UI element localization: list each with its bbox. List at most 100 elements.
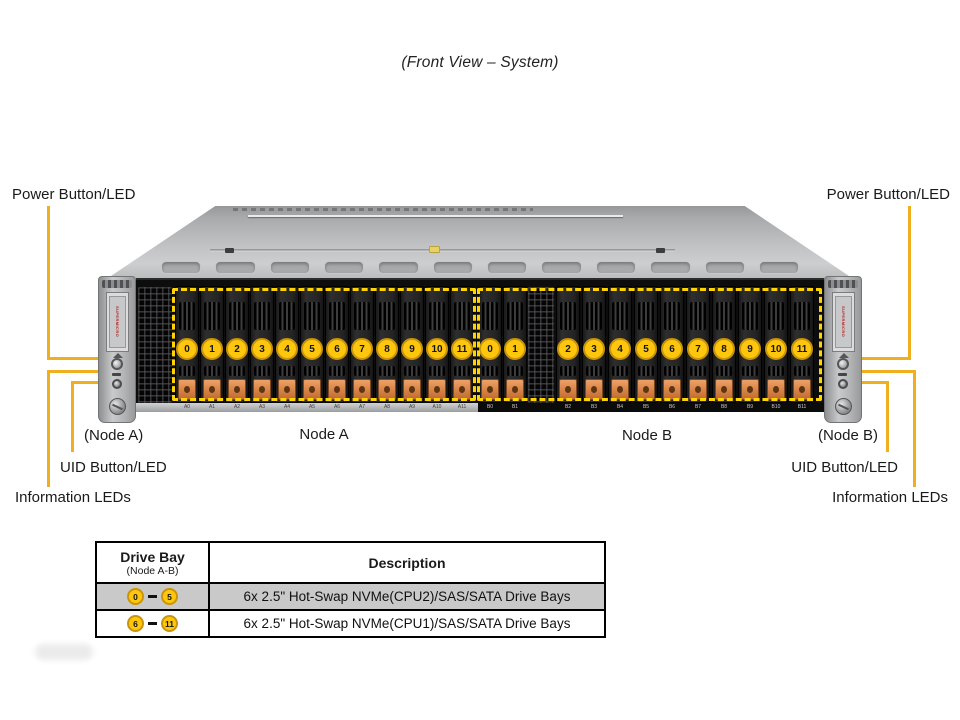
drive-vent-slots [429,302,445,330]
handle-recess [758,261,800,274]
ear-serration [828,280,858,288]
drive-bay-a3: NVMe3 [250,286,274,403]
bay-number-badge: 2 [226,338,248,360]
drive-bay-header-title: Drive Bay [120,548,185,565]
drive-vent-slots [742,366,758,376]
drive-vent-slots [742,302,758,330]
watermark-smudge [35,644,93,660]
information-leds [112,373,121,376]
bay-id-B1: B1 [511,404,519,410]
supermicro-logo: SUPERMICRO [832,292,855,352]
handle-recess [704,261,745,274]
drive-latch [663,379,681,400]
drive-vent-slots [507,302,523,330]
callout-line-info-right [913,370,916,487]
drive-vent-slots [179,302,195,330]
drive-latch [611,379,629,400]
drive-vent-slots [716,366,732,376]
drive-bay-a2: NVMe2 [225,286,249,403]
bay-number-badge: 1 [504,338,526,360]
drive-bay-b10: NVMe10 [764,286,788,403]
table-header-row: Drive Bay (Node A-B) Description [97,543,604,584]
drive-vent-slots [664,302,680,330]
handle-recess [378,261,419,274]
handle-recess [432,261,473,274]
node-a-vent-grille [138,287,172,403]
drive-vent-slots [254,366,270,376]
drive-vent-slots [329,302,345,330]
bay-id-A10: A10 [432,404,442,410]
bay-id-B5: B5 [642,404,650,410]
drive-vent-slots [482,366,498,376]
bay-number-badge: 6 [661,338,683,360]
drive-vent-slots [179,366,195,376]
drive-bay-header-sub: (Node A-B) [126,564,179,577]
handle-recess [487,261,528,274]
bay-badge: 5 [161,588,178,605]
drive-vent-slots [354,302,370,330]
callout-line-power-left [47,206,50,359]
bay-number-badge: 7 [687,338,709,360]
brand-text: SUPERMICRO [841,306,846,338]
top-cover-front-groove [210,249,675,252]
callout-line-uid-left-h [71,381,113,384]
bay-number-badge: 6 [326,338,348,360]
drive-latch [278,379,296,400]
drive-bay-a6: NVMe6 [325,286,349,403]
brand-text: SUPERMICRO [115,306,120,338]
top-vent-serration [232,208,533,211]
handle-recess [323,261,365,274]
power-button-led [111,358,123,370]
drive-vent-slots [379,366,395,376]
bay-number-badge: 5 [301,338,323,360]
bay-badge: 11 [161,615,178,632]
thumbscrew [109,398,126,415]
drive-vent-slots [254,302,270,330]
drive-vent-slots [768,302,784,330]
drive-latch [303,379,321,400]
cover-latch-tab [656,248,666,253]
drive-bay-a10: NVMe10 [425,286,449,403]
bay-id-B8: B8 [720,404,728,410]
bay-id-A4: A4 [283,404,291,410]
drive-vent-slots [229,366,245,376]
bay-description: 6x 2.5" Hot-Swap NVMe(CPU1)/SAS/SATA Dri… [243,616,571,631]
bay-number-badge: 8 [376,338,398,360]
handle-recess [269,261,310,274]
drive-bay-b7: NVMe7 [686,286,710,403]
bay-number-badge: 4 [276,338,298,360]
label-uid-button-right: UID Button/LED [791,459,898,476]
bay-number-badge: 2 [557,338,579,360]
drive-vent-slots [716,302,732,330]
bay-number-badge: 9 [401,338,423,360]
bay-id-B7: B7 [694,404,702,410]
bay-id-A2: A2 [233,404,241,410]
chassis-front-panel: NVMe0NVMe1NVMe2NVMe3NVMe4NVMe5NVMe6NVMe7… [98,276,862,423]
drive-latch [715,379,733,400]
label-information-leds-right: Information LEDs [832,489,948,506]
bay-id-B9: B9 [746,404,754,410]
information-leds [838,373,847,376]
drive-bay-b6: NVMe6 [660,286,684,403]
drive-vent-slots [794,366,810,376]
drive-bay-b11: NVMe11 [790,286,814,403]
figure-title: (Front View – System) [401,54,559,71]
label-power-button-left: Power Button/LED [12,186,136,203]
callout-line-power-left-h [47,357,113,360]
drive-latch [253,379,271,400]
drive-bay-b5: NVMe5 [634,286,658,403]
drive-latch [403,379,421,400]
callout-line-uid-right-h [847,381,889,384]
callout-line-uid-right [886,381,889,452]
bay-badge: 6 [127,615,144,632]
drive-bay-b3: NVMe3 [582,286,606,403]
drive-bay-a5: NVMe5 [300,286,324,403]
drive-vent-slots [204,366,220,376]
bay-id-B4: B4 [616,404,624,410]
label-node-a-paren: (Node A) [84,427,144,444]
callout-line-info-right-h [847,370,916,373]
drive-vent-slots [612,302,628,330]
warning-sticker [429,246,440,253]
bay-number-badge: 5 [635,338,657,360]
